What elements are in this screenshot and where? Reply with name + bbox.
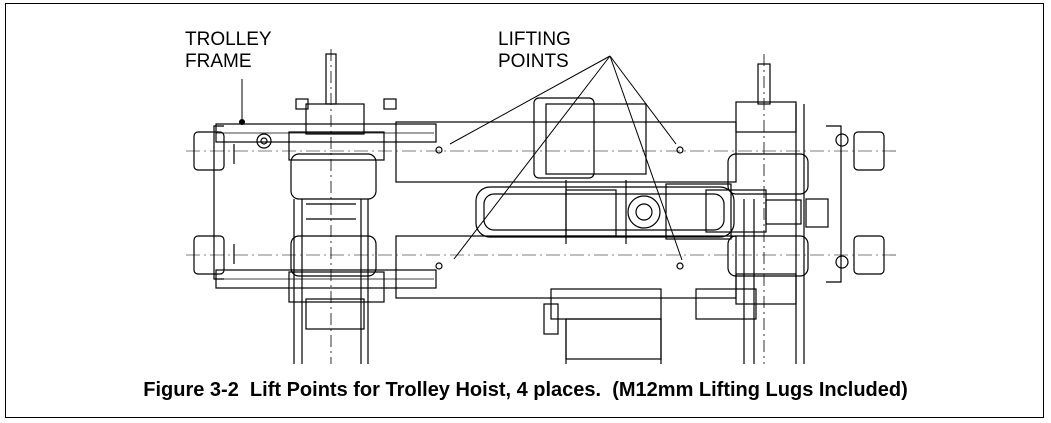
figure-frame: TROLLEY FRAME LIFTING POINTS Figure 3-2 …	[5, 3, 1044, 418]
trolley-hoist-drawing	[186, 49, 896, 364]
frame-top-plate	[215, 121, 737, 183]
left-end-brackets	[193, 125, 235, 280]
trolley-frame-pointer-dot	[239, 119, 245, 125]
lifting-point-holes	[435, 146, 684, 270]
leader-lines	[241, 55, 683, 261]
right-wheel-assembly	[727, 54, 885, 364]
left-wheel-assembly	[256, 49, 397, 364]
trolley-frame-label: TROLLEY FRAME	[185, 29, 272, 72]
figure-caption: Figure 3-2 Lift Points for Trolley Hoist…	[143, 379, 908, 401]
lifting-points-label: LIFTING POINTS	[498, 29, 571, 72]
